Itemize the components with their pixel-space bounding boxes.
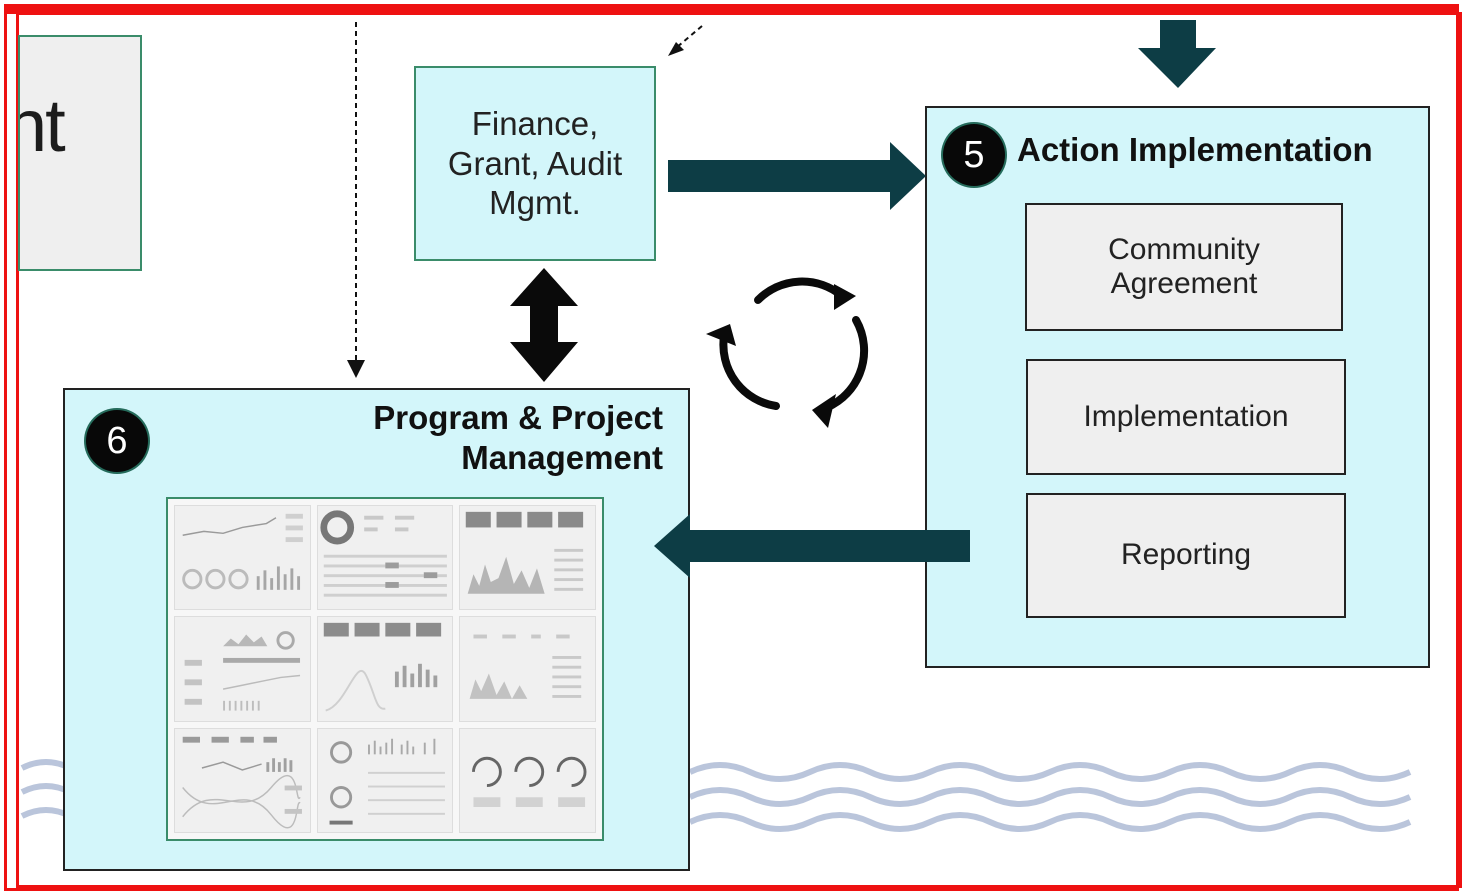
- program-title-line-1: Program & Project: [373, 399, 663, 436]
- dashed-diagonal-arrow: [675, 25, 703, 49]
- program-title-line-2: Management: [461, 439, 663, 477]
- frame-top-bar: [4, 4, 1459, 14]
- dashboard-tile: [459, 616, 596, 722]
- finance-box-label: Finance, Grant, Audit Mgmt.: [448, 104, 622, 223]
- dashboard-tile: [174, 505, 311, 611]
- finance-grant-audit-box: Finance, Grant, Audit Mgmt.: [414, 66, 656, 261]
- step-5-badge: 5: [943, 124, 1005, 186]
- community-agreement-line-2: Agreement: [1110, 267, 1258, 300]
- inner-red-frame: [16, 12, 1462, 888]
- dashboard-tile: [316, 616, 454, 722]
- implementation-box: Implementation: [1026, 359, 1346, 475]
- reporting-box: Reporting: [1026, 493, 1346, 618]
- finance-to-action-arrow: [668, 142, 926, 210]
- dashed-diagonal-arrowhead: [668, 42, 684, 56]
- double-vertical-arrow: [510, 268, 578, 382]
- community-agreement-box: Community Agreement: [1025, 203, 1343, 331]
- dashboard-tile: [316, 505, 454, 611]
- implementation-label: Implementation: [1083, 399, 1289, 433]
- top-down-arrow: [1138, 20, 1216, 88]
- action-implementation-title: Action Implementation: [1017, 131, 1373, 168]
- partial-management-box: nt: [18, 35, 142, 271]
- action-to-program-arrow: [654, 514, 970, 578]
- dashboard-tile: [459, 505, 596, 611]
- finance-line-1: Finance,: [471, 105, 599, 143]
- reporting-label: Reporting: [1120, 538, 1252, 572]
- dashboard-tile: [459, 727, 596, 833]
- finance-line-2: Grant, Audit: [447, 144, 623, 182]
- dashboard-tile: [174, 727, 311, 833]
- step-6-badge: 6: [86, 410, 148, 472]
- dashboard-tile: [174, 616, 311, 722]
- community-agreement-line-1: Community: [1108, 232, 1260, 266]
- program-project-management-title: Program & Project Management: [243, 398, 663, 479]
- partial-box-text: nt: [20, 83, 66, 167]
- dashed-down-arrowhead: [347, 360, 365, 378]
- finance-line-3: Mgmt.: [489, 184, 581, 222]
- outer-red-frame: [4, 4, 1459, 891]
- dashboard-tile: [316, 727, 454, 833]
- dashboard-thumbnail-image: [166, 497, 604, 841]
